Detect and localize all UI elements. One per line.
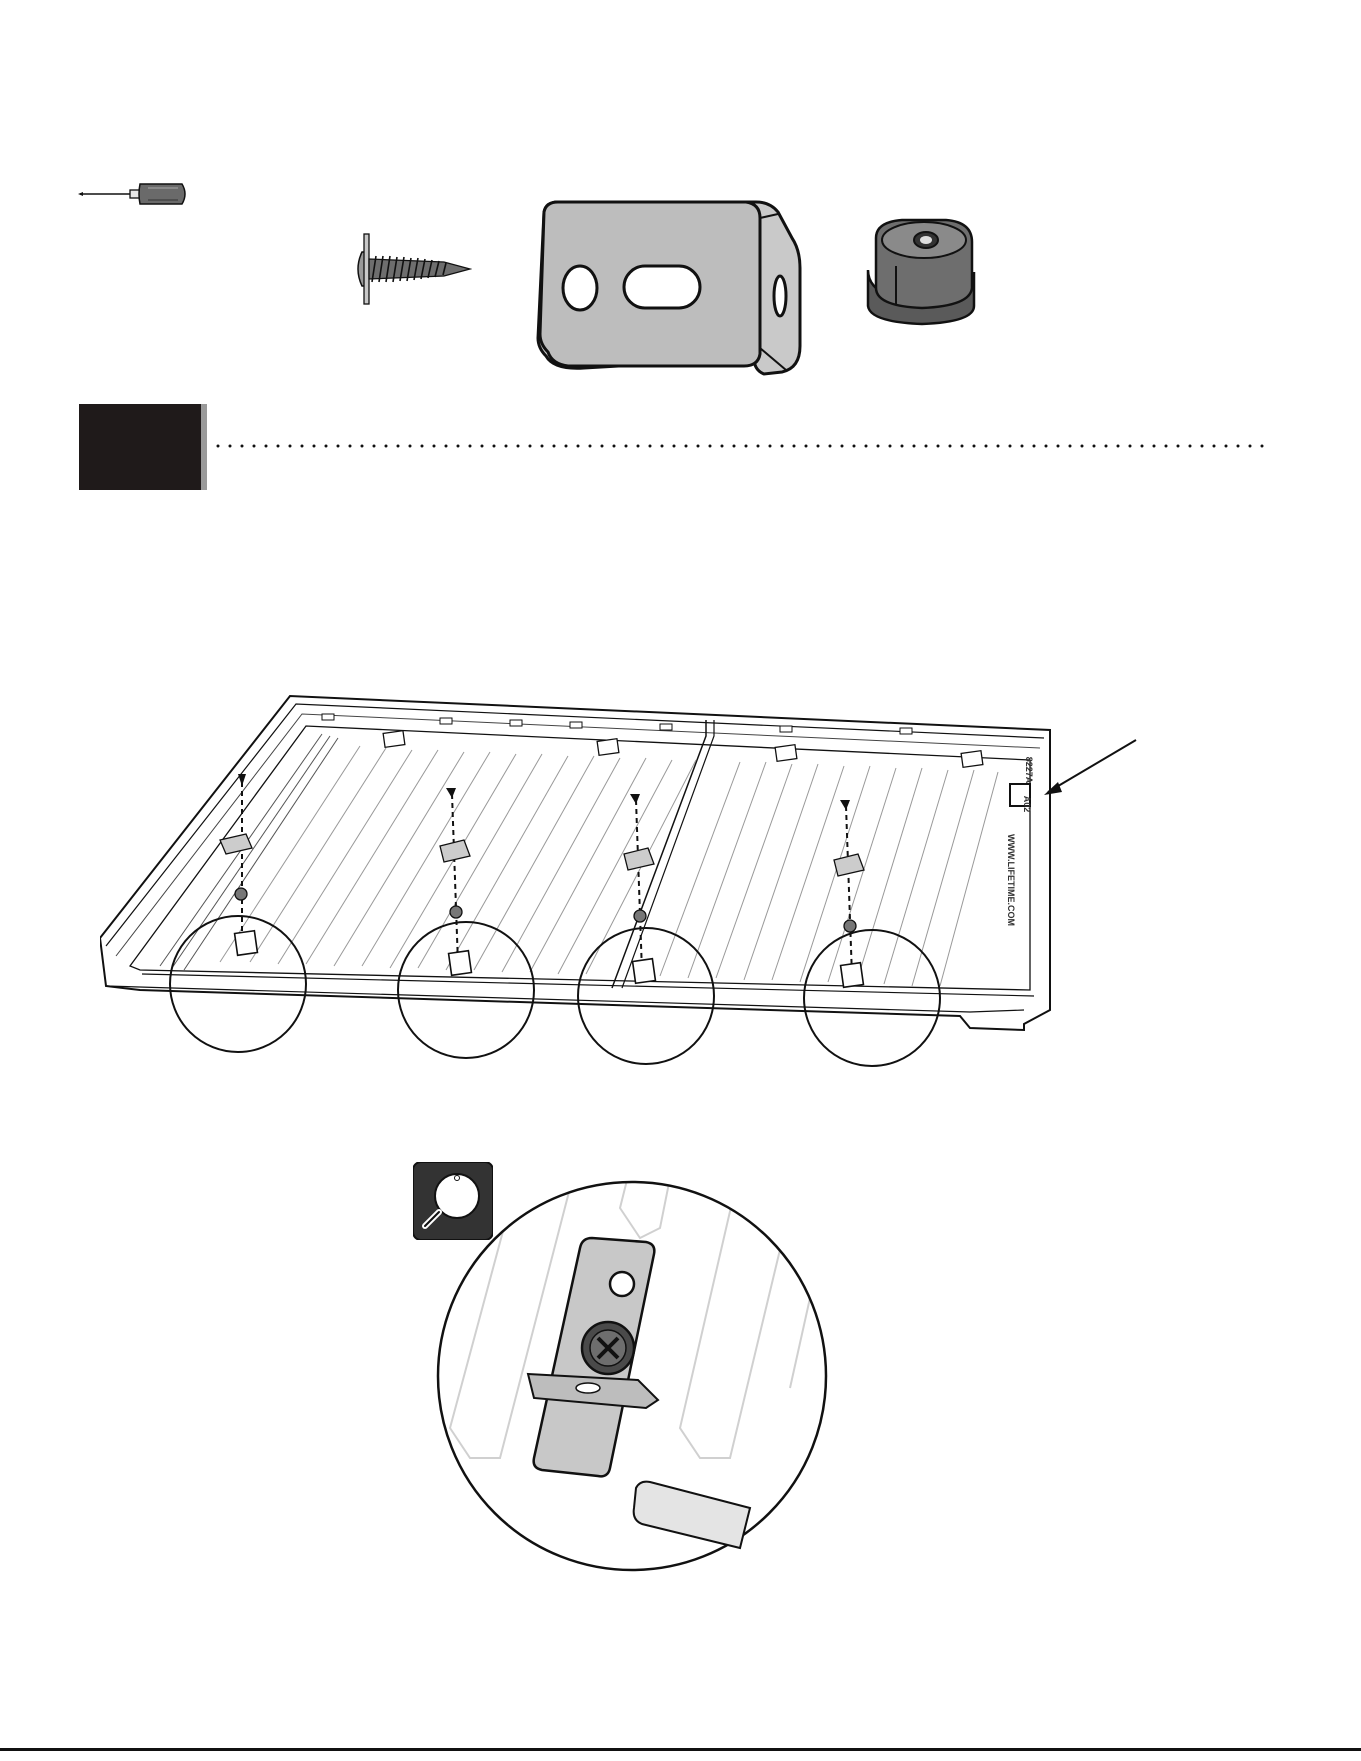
pointer-arrow	[1048, 740, 1136, 792]
screw-icon	[348, 232, 472, 306]
magnifier-icon	[413, 1162, 493, 1240]
panel-illustration: A02 8227A WWW.LIFETIME.COM	[100, 690, 1160, 1090]
step-divider-dots	[216, 440, 1276, 452]
nut-icon	[862, 218, 982, 328]
step-badge	[79, 404, 207, 490]
website-imprint: WWW.LIFETIME.COM	[1006, 834, 1016, 926]
screwdriver-icon	[78, 178, 190, 210]
part-code: 8227A	[1024, 757, 1034, 784]
part-label: A02	[1022, 796, 1032, 813]
angle-bracket-icon	[524, 198, 806, 378]
step-badge-fill	[79, 404, 201, 490]
footer-rule	[0, 1748, 1361, 1751]
